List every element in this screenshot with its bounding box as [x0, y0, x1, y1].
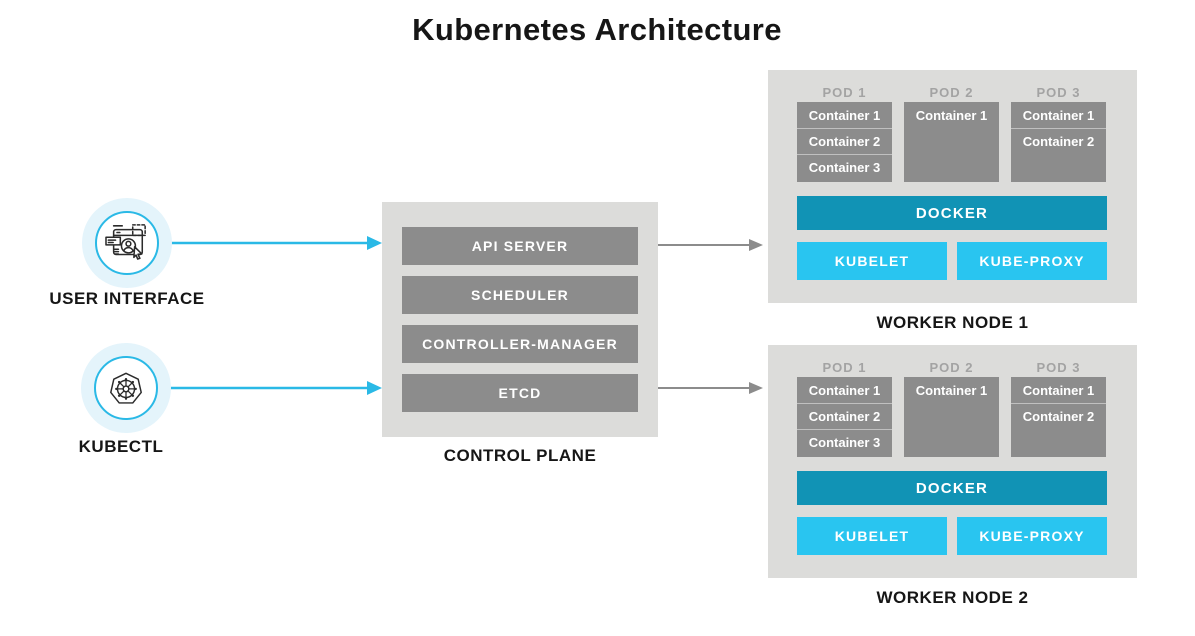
worker-node-2-label: WORKER NODE 2 [876, 588, 1029, 607]
pod-1-label: POD 1 [822, 85, 867, 100]
pod-2: POD 2 Container 1 [904, 83, 999, 182]
container: Container 3 [797, 429, 892, 455]
etcd-bar: ETCD [402, 374, 638, 412]
diagram-title: Kubernetes Architecture [412, 12, 782, 47]
arrow-user-interface-to-control-plane [159, 236, 382, 250]
pod-2-box: Container 1 [904, 102, 999, 182]
user-interface-label: USER INTERFACE [49, 289, 205, 308]
pod-2-box: Container 1 [904, 377, 999, 457]
container: Container 1 [808, 107, 881, 123]
kubernetes-wheel-icon [110, 372, 142, 404]
kubelet-bar: KUBELET [797, 242, 947, 280]
kube-proxy-bar: KUBE-PROXY [957, 242, 1107, 280]
docker-bar: DOCKER [797, 471, 1107, 505]
kubelet-bar: KUBELET [797, 517, 947, 555]
control-plane-box: API SERVER SCHEDULER CONTROLLER-MANAGER … [382, 202, 658, 437]
pod-1-box: Container 1 Container 2 Container 3 [797, 102, 892, 182]
controller-manager-bar: CONTROLLER-MANAGER [402, 325, 638, 363]
container: Container 1 [808, 382, 881, 398]
container: Container 2 [1011, 128, 1106, 154]
container: Container 1 [915, 382, 988, 398]
container: Container 2 [1011, 403, 1106, 429]
worker-node-2-pods: POD 1 Container 1 Container 2 Container … [797, 358, 1108, 457]
arrow-kubectl-to-control-plane [159, 381, 382, 395]
pod-2-label: POD 2 [929, 360, 974, 375]
container: Container 3 [797, 154, 892, 180]
worker-node-2-services: KUBELET KUBE-PROXY [797, 517, 1108, 555]
pod-1-label: POD 1 [822, 360, 867, 375]
worker-node-1-services: KUBELET KUBE-PROXY [797, 242, 1108, 280]
kubectl-node [94, 356, 158, 420]
pod-3: POD 3 Container 1 Container 2 [1011, 358, 1106, 457]
browser-user-icon [105, 224, 146, 260]
pod-3: POD 3 Container 1 Container 2 [1011, 83, 1106, 182]
pod-2: POD 2 Container 1 [904, 358, 999, 457]
worker-node-1-box: POD 1 Container 1 Container 2 Container … [768, 70, 1137, 303]
pod-1: POD 1 Container 1 Container 2 Container … [797, 358, 892, 457]
pod-3-box: Container 1 Container 2 [1011, 102, 1106, 182]
container: Container 1 [1022, 382, 1095, 398]
pod-2-label: POD 2 [929, 85, 974, 100]
container: Container 2 [797, 128, 892, 154]
container: Container 2 [797, 403, 892, 429]
control-plane-label: CONTROL PLANE [443, 446, 597, 465]
arrow-control-plane-to-worker-node-1 [658, 239, 763, 251]
pod-3-box: Container 1 Container 2 [1011, 377, 1106, 457]
kubectl-label: KUBECTL [78, 437, 164, 456]
pod-3-label: POD 3 [1036, 360, 1081, 375]
api-server-bar: API SERVER [402, 227, 638, 265]
user-interface-node [95, 211, 159, 275]
worker-node-1-label: WORKER NODE 1 [876, 313, 1029, 332]
container: Container 1 [1022, 107, 1095, 123]
docker-bar: DOCKER [797, 196, 1107, 230]
pod-1-box: Container 1 Container 2 Container 3 [797, 377, 892, 457]
container: Container 1 [915, 107, 988, 123]
scheduler-bar: SCHEDULER [402, 276, 638, 314]
pod-3-label: POD 3 [1036, 85, 1081, 100]
worker-node-2-box: POD 1 Container 1 Container 2 Container … [768, 345, 1137, 578]
worker-node-1-pods: POD 1 Container 1 Container 2 Container … [797, 83, 1108, 182]
kube-proxy-bar: KUBE-PROXY [957, 517, 1107, 555]
pod-1: POD 1 Container 1 Container 2 Container … [797, 83, 892, 182]
arrow-control-plane-to-worker-node-2 [658, 382, 763, 394]
